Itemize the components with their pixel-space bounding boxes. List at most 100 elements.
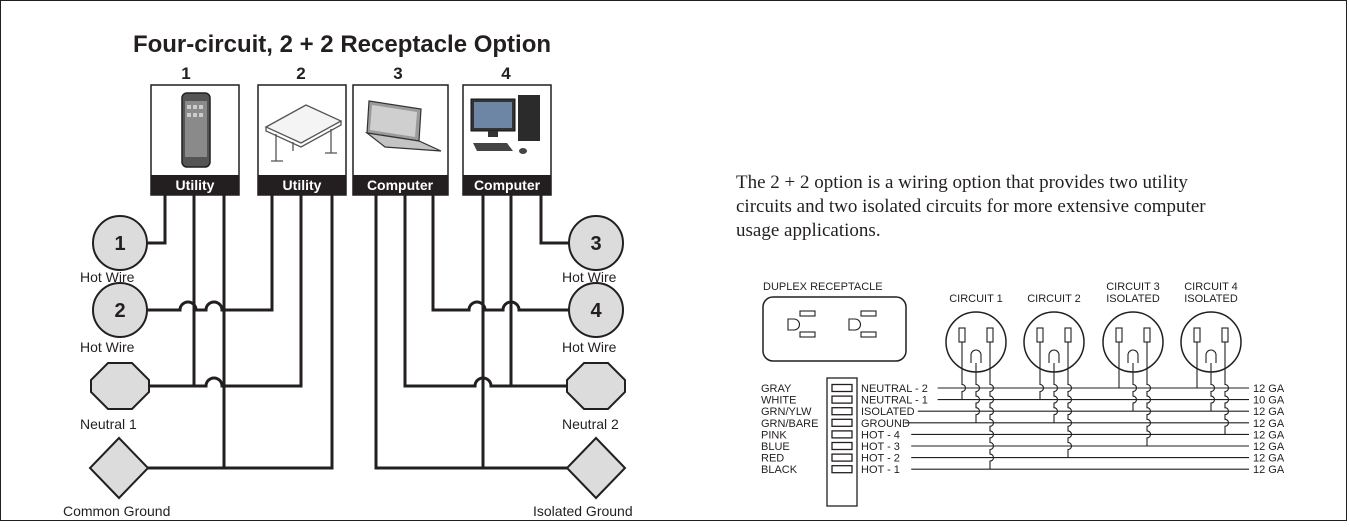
wire-row: RED HOT - 2 12 GA <box>761 453 1285 465</box>
right-terminal-4-label: Hot Wire <box>562 339 617 355</box>
wire-color-label: WHITE <box>761 395 796 407</box>
wire-drop <box>1224 342 1230 435</box>
circuit-3-label-line1: CIRCUIT 3 <box>1106 281 1160 293</box>
terminal-number-1: 1 <box>114 233 125 255</box>
circuit-3-label-line2: ISOLATED <box>1106 293 1160 305</box>
desktop-computer-icon <box>470 95 540 154</box>
right-wiring <box>374 195 569 470</box>
wire-drop <box>1146 342 1152 446</box>
wire-drop <box>1053 363 1059 423</box>
wire-row: GRN/YLW ISOLATED 12 GA <box>761 406 1285 418</box>
laptop-icon <box>364 100 442 152</box>
outlet-icon <box>1102 311 1164 373</box>
left-terminal-1: 1 <box>92 215 148 271</box>
wire-name-label: HOT - 3 <box>861 441 900 453</box>
connector-slot <box>831 430 853 439</box>
circuit-2-label: CIRCUIT 2 <box>1027 293 1081 305</box>
connector-slot <box>831 395 853 404</box>
neutral-2-octagon <box>566 362 626 410</box>
left-terminal-1-label: Hot Wire <box>80 269 135 285</box>
common-ground-label: Common Ground <box>63 503 170 519</box>
wire-name-label: ISOLATED <box>861 406 915 418</box>
wire-gauge-label: 12 GA <box>1253 406 1285 418</box>
wire-color-label: GRN/BARE <box>761 418 818 430</box>
wire-drop <box>961 342 967 400</box>
wire-row: GRAY NEUTRAL - 2 12 GA <box>761 383 1285 395</box>
neutral-2-label: Neutral 2 <box>562 416 619 432</box>
wire-row: BLACK HOT - 1 12 GA <box>761 464 1285 476</box>
left-terminal-2: 2 <box>92 282 148 338</box>
common-ground-diamond <box>88 436 150 500</box>
wire-gauge-label: 10 GA <box>1253 395 1285 407</box>
wire-gauge-label: 12 GA <box>1253 383 1285 395</box>
device-tag-4: Computer <box>474 177 541 193</box>
wire-row: BLUE HOT - 3 12 GA <box>761 441 1285 453</box>
wire-name-label: HOT - 1 <box>861 464 900 476</box>
wire-gauge-label: 12 GA <box>1253 453 1285 465</box>
wire-gauge-label: 12 GA <box>1253 418 1285 430</box>
column-number-3: 3 <box>393 64 402 83</box>
connector-slot <box>831 407 853 416</box>
wire-row: WHITE NEUTRAL - 1 10 GA <box>761 395 1285 407</box>
wire-name-label: GROUND <box>861 418 910 430</box>
connector-slot <box>831 453 853 462</box>
device-tag-3: Computer <box>367 177 434 193</box>
wire-drop <box>1210 363 1216 412</box>
terminal-number-4: 4 <box>590 300 602 322</box>
duplex-receptacle-label: DUPLEX RECEPTACLE <box>763 281 883 293</box>
description-line-3: usage applications. <box>736 220 881 241</box>
wire-drop <box>1039 342 1045 400</box>
desk-icon <box>264 104 343 162</box>
column-number-4: 4 <box>501 64 511 83</box>
wire-gauge-label: 12 GA <box>1253 464 1285 476</box>
wire-color-label: GRAY <box>761 383 792 395</box>
right-terminal-4: 4 <box>568 282 624 338</box>
device-tag-1: Utility <box>176 177 215 193</box>
wire-color-label: RED <box>761 453 784 465</box>
right-terminal-3: 3 <box>568 215 624 271</box>
wire-gauge-label: 12 GA <box>1253 441 1285 453</box>
wire-drop <box>1067 342 1073 458</box>
wire-drops <box>961 342 1230 470</box>
left-terminal-2-label: Hot Wire <box>80 339 135 355</box>
device-box-4: Computer <box>462 84 552 196</box>
phone-icon <box>181 92 211 168</box>
wire-color-label: BLUE <box>761 441 790 453</box>
column-number-2: 2 <box>296 64 305 83</box>
duplex-receptacle-icon <box>762 296 907 362</box>
wire-color-label: BLACK <box>761 464 798 476</box>
connector-slot <box>831 441 853 451</box>
connector-slot <box>831 418 853 427</box>
column-number-1: 1 <box>181 64 190 83</box>
wire-name-label: HOT - 2 <box>861 453 900 465</box>
circuit-1-label: CIRCUIT 1 <box>949 293 1003 305</box>
wire-drop <box>975 363 981 423</box>
wire-color-label: PINK <box>761 429 787 441</box>
isolated-ground-label: Isolated Ground <box>533 503 633 519</box>
description-line-2: circuits and two isolated circuits for m… <box>736 196 1206 217</box>
device-box-3: Computer <box>352 84 449 196</box>
wire-name-label: HOT - 4 <box>861 429 900 441</box>
isolated-ground-diamond <box>565 436 627 500</box>
terminal-number-2: 2 <box>114 300 125 322</box>
wire-connector-block <box>826 377 858 507</box>
diagram-title: Four-circuit, 2 + 2 Receptacle Option <box>133 31 551 58</box>
neutral-1-octagon <box>90 362 150 410</box>
device-box-2: Utility <box>257 84 347 196</box>
wire-row: GRN/BARE GROUND 12 GA <box>761 418 1285 430</box>
terminal-number-3: 3 <box>590 233 601 255</box>
right-terminal-3-label: Hot Wire <box>562 269 617 285</box>
device-box-1: Utility <box>150 84 240 196</box>
circuit-4-label-line1: CIRCUIT 4 <box>1184 281 1238 293</box>
wire-name-label: NEUTRAL - 1 <box>861 395 928 407</box>
neutral-1-label: Neutral 1 <box>80 416 137 432</box>
connector-slot <box>831 383 853 393</box>
wire-name-label: NEUTRAL - 2 <box>861 383 928 395</box>
description-line-1: The 2 + 2 option is a wiring option that… <box>736 172 1188 193</box>
wire-rows: GRAY NEUTRAL - 2 12 GA WHITE NEUTRAL - 1 10 G… <box>761 383 1285 476</box>
description: The 2 + 2 option is a wiring option that… <box>736 172 1206 241</box>
wire-color-label: GRN/YLW <box>761 406 812 418</box>
wire-gauge-label: 12 GA <box>1253 429 1285 441</box>
